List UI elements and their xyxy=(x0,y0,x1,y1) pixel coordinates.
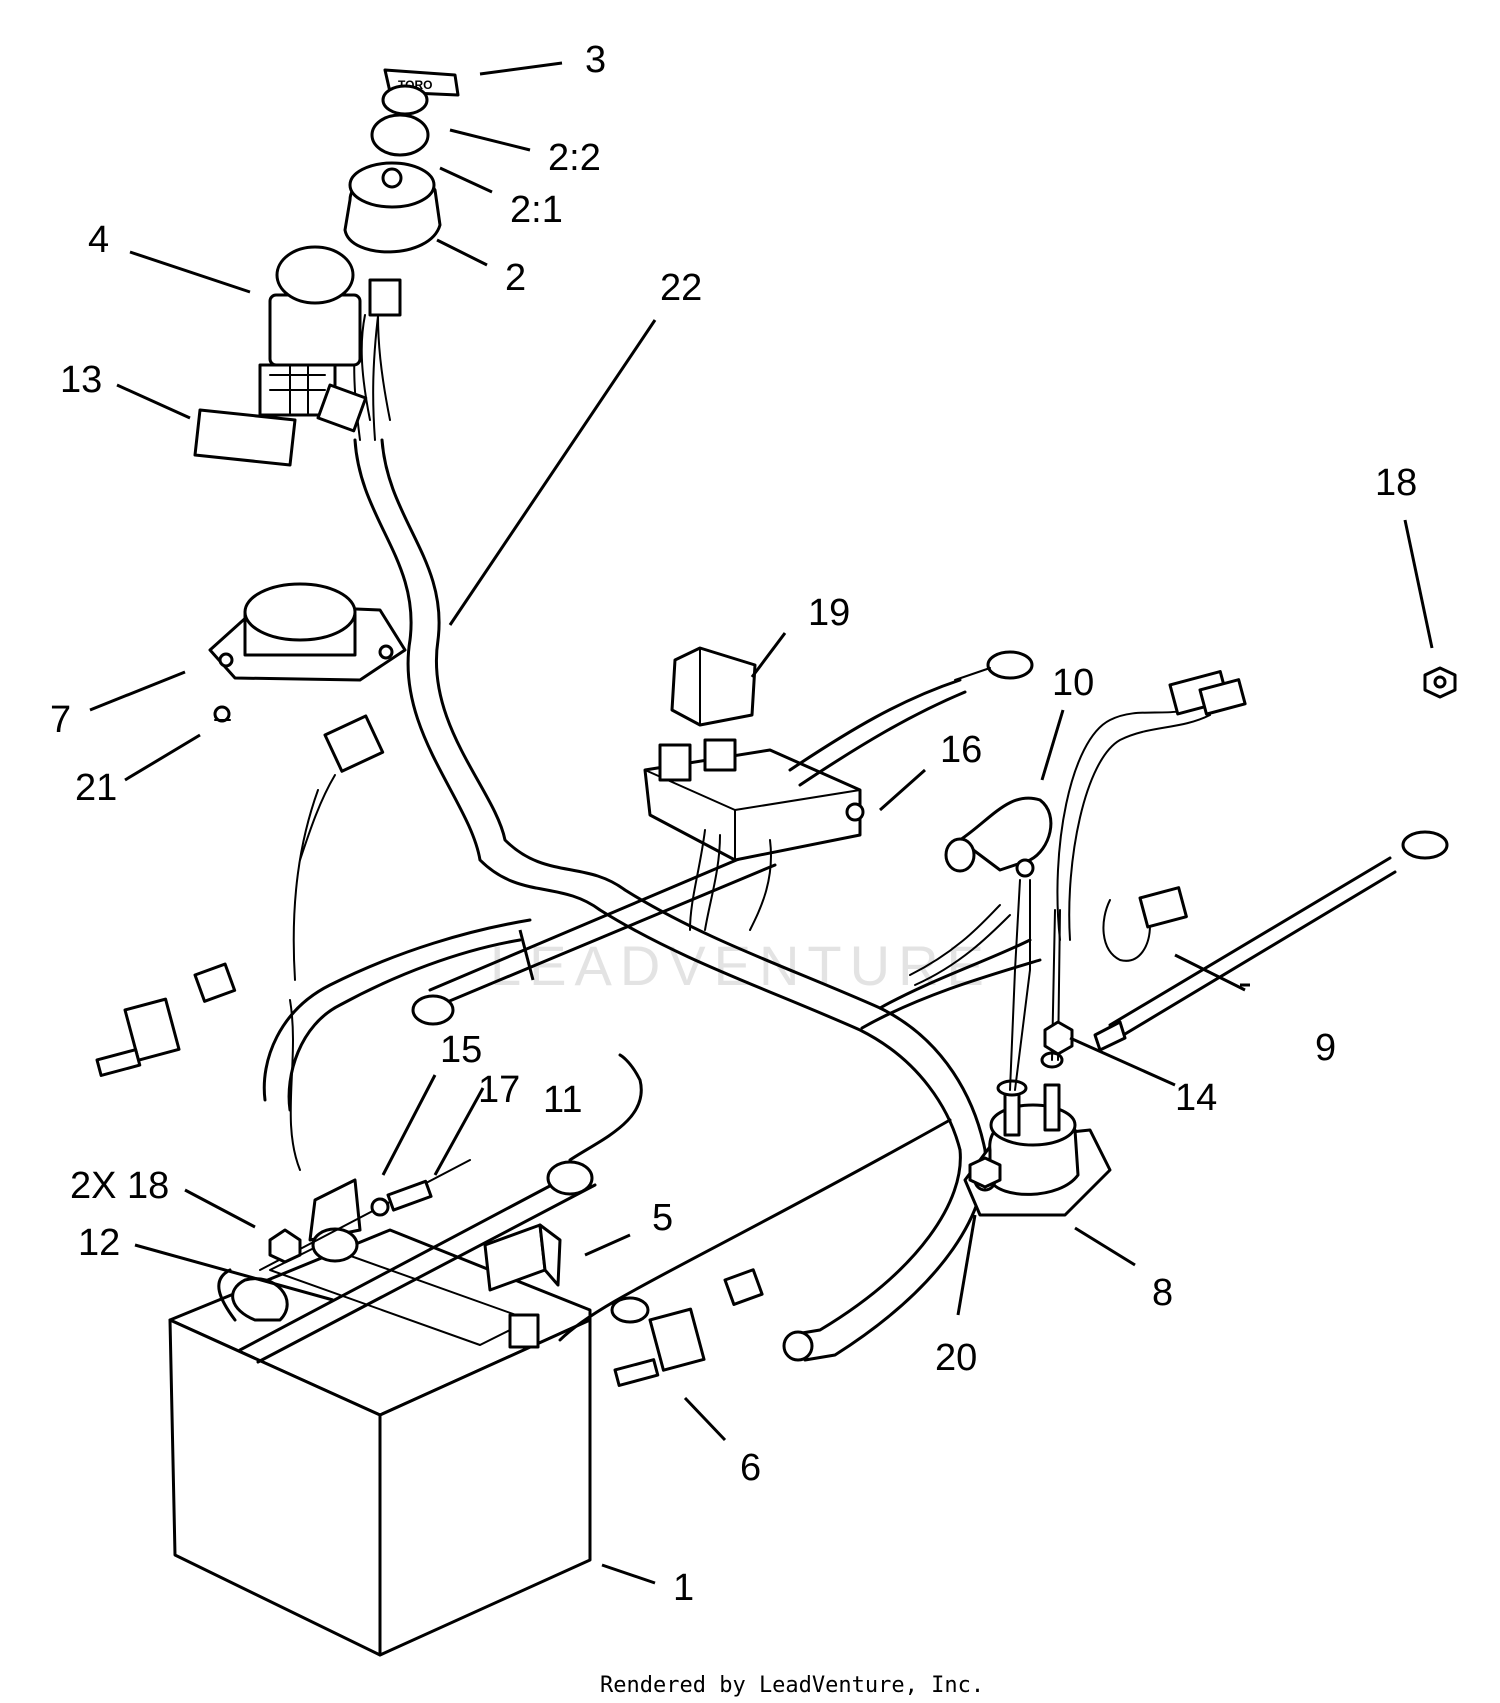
hour-meter xyxy=(208,582,407,723)
battery-terminal-positive xyxy=(508,1313,540,1349)
callout-14: 14 xyxy=(1175,1077,1217,1119)
footer-credit: Rendered by LeadVenture, Inc. xyxy=(600,1673,984,1698)
battery-cable xyxy=(1093,830,1449,1052)
callout-19: 19 xyxy=(808,592,850,634)
ring-terminal-cable xyxy=(788,650,1034,787)
callout-8: 8 xyxy=(1152,1272,1173,1314)
callout-22: 22 xyxy=(660,267,702,309)
battery-cables xyxy=(217,848,952,1364)
callout-5: 5 xyxy=(652,1197,673,1239)
callout-1: 1 xyxy=(673,1567,694,1609)
hour-meter-connector xyxy=(292,714,385,981)
callout-18: 18 xyxy=(1375,462,1417,504)
callout-4: 4 xyxy=(88,219,109,261)
callout-15: 15 xyxy=(440,1029,482,1071)
callout-10: 10 xyxy=(1052,662,1094,704)
hardware xyxy=(968,666,1457,1189)
callout-20: 20 xyxy=(935,1337,977,1379)
callout-17: 17 xyxy=(478,1069,520,1111)
callout-12: 12 xyxy=(78,1222,120,1264)
callout-2: 2 xyxy=(505,257,526,299)
fuse-block xyxy=(643,738,865,931)
callout-3: 3 xyxy=(585,39,606,81)
callout-6: 6 xyxy=(740,1447,761,1489)
terminal-covers xyxy=(95,962,764,1387)
callout-21: 21 xyxy=(75,767,117,809)
callout-labels: 3 2:2 2:1 2 4 22 13 18 19 10 16 7 21 15 … xyxy=(50,39,1417,1609)
leader-lines xyxy=(89,61,1434,1585)
terminal-boot xyxy=(944,796,1053,878)
pto-switch xyxy=(258,245,402,433)
battery-hold-down xyxy=(259,1159,471,1271)
watermark: LEADVENTURE xyxy=(490,934,992,997)
solenoid xyxy=(963,1051,1112,1217)
callout-13: 13 xyxy=(60,359,102,401)
callout-9: 9 xyxy=(1315,1027,1336,1069)
connector-cover xyxy=(193,408,297,467)
ignition-switch: TORO xyxy=(343,68,460,254)
callout-2x-18: 2X 18 xyxy=(70,1165,169,1207)
callout-11-lower: 11 xyxy=(543,1079,582,1121)
callout-16: 16 xyxy=(940,729,982,771)
safety-switch-harness xyxy=(1056,670,1247,962)
relay xyxy=(670,646,757,727)
battery xyxy=(168,1228,592,1657)
callout-2-1: 2:1 xyxy=(510,189,563,231)
callout-7: 7 xyxy=(50,699,71,741)
callout-2-2: 2:2 xyxy=(548,137,601,179)
main-harness xyxy=(262,299,1042,1362)
